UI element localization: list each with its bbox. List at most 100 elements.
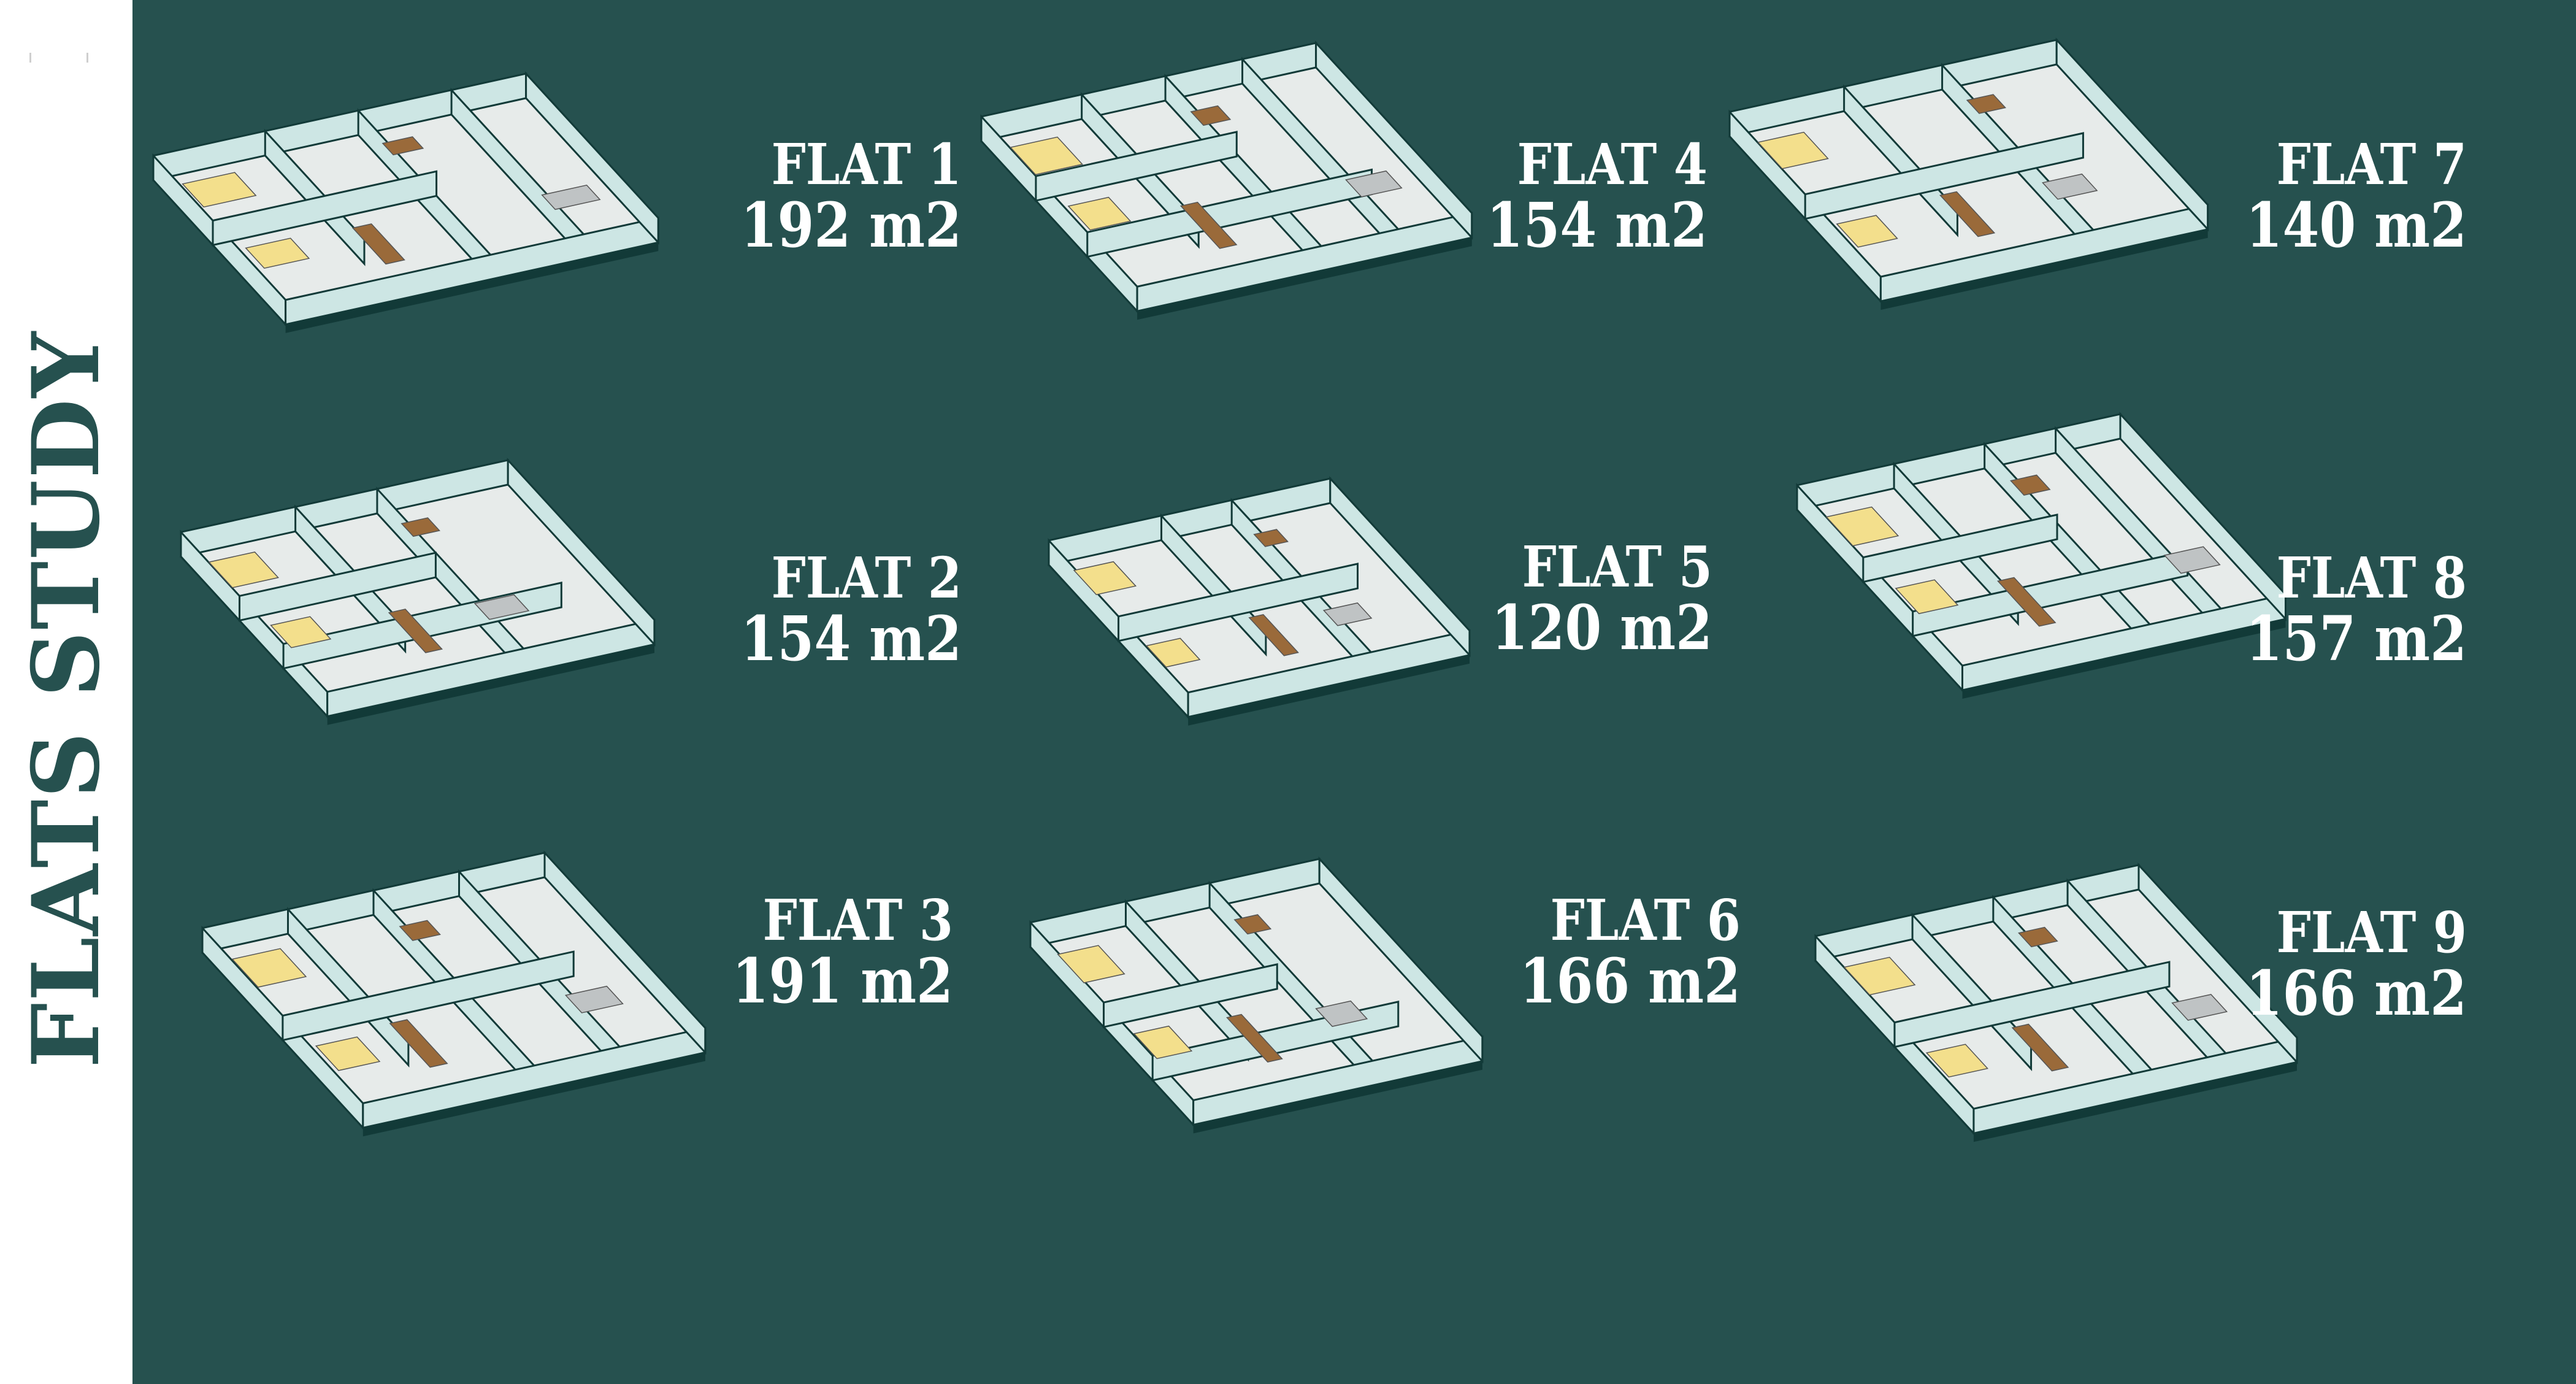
sofa <box>1322 602 1373 626</box>
bed <box>1067 196 1132 231</box>
flat-area: 157 m2 <box>2245 602 2467 675</box>
flat-name: FLAT 1 <box>771 131 962 198</box>
wall <box>1035 131 1238 202</box>
flat-area: 166 m2 <box>1519 944 1741 1017</box>
flat-plan-4 <box>980 40 1473 320</box>
wall <box>282 950 575 1042</box>
desk <box>401 517 440 537</box>
flat-plan-8 <box>1796 412 2287 699</box>
flat-area: 192 m2 <box>740 188 962 261</box>
dining-table <box>1179 201 1238 249</box>
wall <box>238 552 437 622</box>
wall <box>1329 476 1471 658</box>
dining-table <box>2011 1023 2069 1072</box>
flat-name: FLAT 2 <box>771 545 962 611</box>
dining-table <box>1996 577 2057 627</box>
flat-label-1: FLAT 1 192 m2 <box>741 136 962 256</box>
dining-table <box>1226 1013 1283 1063</box>
bed <box>1757 131 1829 169</box>
flat-name: FLAT 7 <box>2276 131 2467 198</box>
sofa <box>473 594 530 620</box>
flat-area: 140 m2 <box>2245 188 2467 261</box>
wall <box>1086 168 1373 258</box>
flat-plan-9 <box>1814 863 2298 1142</box>
desk <box>1253 529 1289 547</box>
bed <box>231 948 307 988</box>
bed <box>315 1036 381 1071</box>
slab-edge <box>285 242 659 333</box>
wall <box>1893 961 2171 1048</box>
desk <box>381 136 424 156</box>
sidebar: FLATS STUDY <box>0 0 132 1384</box>
desk <box>2009 474 2051 496</box>
sofa <box>2163 546 2221 574</box>
bed <box>1145 637 1201 668</box>
bed <box>1133 1025 1193 1059</box>
wall <box>507 458 656 647</box>
sidebar-mark <box>29 53 88 63</box>
wall <box>1117 563 1359 642</box>
flat-label-4: FLAT 4 154 m2 <box>1487 136 1708 256</box>
wall <box>543 850 707 1055</box>
sofa <box>564 985 624 1013</box>
flat-name: FLAT 5 <box>1522 534 1712 600</box>
flat-plan-1 <box>152 71 660 333</box>
desk <box>2018 926 2058 948</box>
flat-area: 191 m2 <box>732 944 953 1017</box>
bed <box>1057 945 1125 983</box>
slab-edge <box>1193 1061 1482 1134</box>
slab-edge <box>1973 1062 2297 1142</box>
flat-area: 154 m2 <box>1486 188 1708 261</box>
dining-table <box>1939 191 1996 237</box>
flat-area: 166 m2 <box>2245 956 2467 1029</box>
flat-plan-3 <box>201 850 707 1137</box>
wall <box>2137 863 2298 1065</box>
wall <box>1804 132 2084 220</box>
dining-table <box>389 1019 448 1068</box>
dining-table <box>351 223 405 265</box>
wall <box>212 170 438 247</box>
flat-label-3: FLAT 3 191 m2 <box>732 887 953 1017</box>
flat-name: FLAT 9 <box>2276 899 2467 966</box>
flat-name: FLAT 8 <box>2276 545 2467 611</box>
sofa <box>1315 1000 1368 1027</box>
bed <box>1073 561 1137 596</box>
flat-label-5: FLAT 5 120 m2 <box>1492 534 1712 659</box>
flat-area: 154 m2 <box>740 602 962 675</box>
slab-edge <box>1188 655 1470 726</box>
dining-table <box>388 609 443 653</box>
wall <box>525 71 659 245</box>
desk <box>1190 105 1232 126</box>
flat-label-2: FLAT 2 154 m2 <box>740 545 962 675</box>
flat-name: FLAT 3 <box>762 887 953 953</box>
dining-table <box>1248 613 1299 656</box>
slab-edge <box>327 644 654 725</box>
flat-label-9: FLAT 9 166 m2 <box>2246 904 2467 1025</box>
wall <box>2119 412 2287 621</box>
flat-plan-6 <box>1029 856 1484 1134</box>
bed <box>1843 956 1916 996</box>
slab-edge <box>1137 237 1472 320</box>
flat-plan-7 <box>1728 37 2209 310</box>
slab-edge <box>1962 619 2286 699</box>
flat-plan-5 <box>1048 476 1471 726</box>
bed <box>1010 136 1084 175</box>
bed <box>1925 1044 1989 1078</box>
flat-label-6: FLAT 6 166 m2 <box>1519 891 1741 1017</box>
sofa <box>2171 994 2228 1021</box>
sofa <box>2041 173 2098 200</box>
desk <box>1966 94 2007 114</box>
desk <box>399 920 441 941</box>
flat-label-7: FLAT 7 140 m2 <box>2246 136 2467 256</box>
bed <box>270 616 332 648</box>
wall <box>2055 37 2209 232</box>
bed <box>182 172 257 208</box>
bed <box>1825 506 1899 547</box>
bed <box>1836 215 1898 248</box>
desk <box>1233 914 1272 935</box>
flat-label-8: FLAT 8 157 m2 <box>2245 545 2467 675</box>
wall <box>1318 856 1484 1064</box>
bed <box>208 552 280 588</box>
sofa <box>1344 170 1403 198</box>
